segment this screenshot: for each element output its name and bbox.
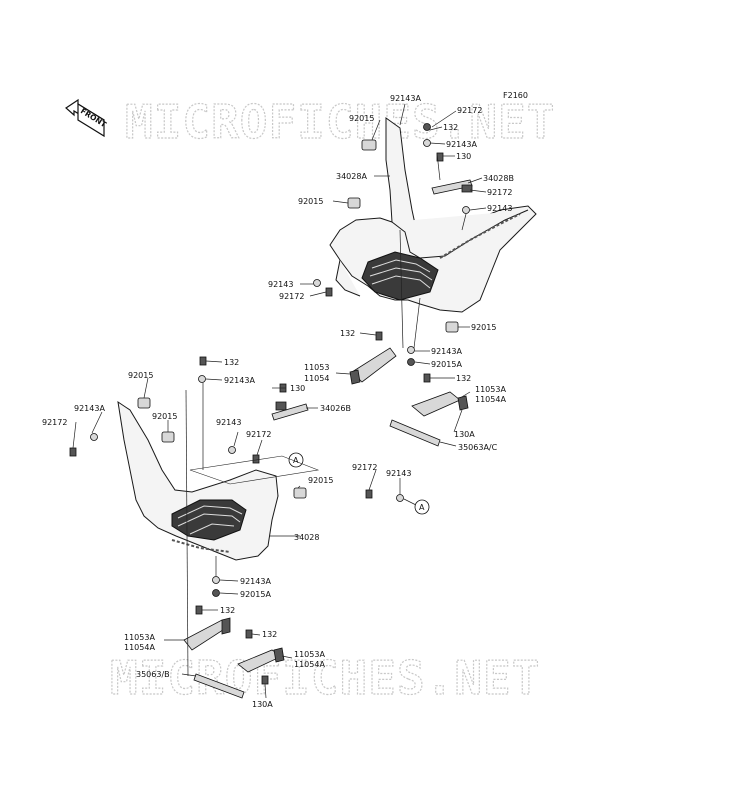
part-label: 92143A — [431, 347, 462, 356]
part-label: 92143A — [446, 140, 477, 149]
part-label: 92143 — [487, 204, 512, 213]
part-label: 92143A — [224, 376, 255, 385]
part-label: 92015 — [298, 197, 323, 206]
part-label: 92015A — [240, 590, 271, 599]
part-label: 92015A — [431, 360, 462, 369]
part-label: 34028B — [483, 174, 514, 183]
upper-footrest-assembly — [300, 103, 537, 507]
part-label: 132 — [224, 358, 239, 367]
part-label: 92172 — [246, 430, 271, 439]
watermark-bottom: MICROFICHES.NET — [110, 651, 540, 705]
part-label: 92015 — [308, 476, 333, 485]
svg-text:A: A — [293, 456, 299, 465]
part-labels-lower: 132 92015 92143A 130 92143A 92015 34026B… — [42, 358, 351, 709]
part-label: 92015 — [349, 114, 374, 123]
part-label: 11054A — [124, 643, 155, 652]
part-label: 11054A — [475, 395, 506, 404]
part-label: 92015 — [471, 323, 496, 332]
part-label: 130 — [290, 384, 305, 393]
part-label: 132 — [340, 329, 355, 338]
part-label: 92143 — [386, 469, 411, 478]
front-arrow-icon: FRONT — [65, 98, 109, 138]
part-label: 92172 — [457, 106, 482, 115]
reference-marker-upper: A — [414, 499, 430, 515]
part-label: 11053A — [294, 650, 325, 659]
part-label: 92143A — [390, 94, 421, 103]
part-label: 35063/B — [136, 670, 170, 679]
part-label: 11053 — [304, 363, 329, 372]
part-label: 92172 — [352, 463, 377, 472]
part-label: 11053A — [475, 385, 506, 394]
part-label: 92143 — [268, 280, 293, 289]
part-label: 92172 — [279, 292, 304, 301]
part-label: 34028 — [294, 533, 319, 542]
part-label: 132 — [262, 630, 277, 639]
part-label: 11054 — [304, 374, 329, 383]
part-label: 92143 — [216, 418, 241, 427]
watermark-top: MICROFICHES.NET — [125, 95, 555, 149]
part-label: 130A — [252, 700, 273, 709]
part-label: 11053A — [124, 633, 155, 642]
part-label: 130A — [454, 430, 475, 439]
part-label: 132 — [220, 606, 235, 615]
part-label: 92143A — [240, 577, 271, 586]
part-label: 92172 — [42, 418, 67, 427]
svg-text:A: A — [419, 503, 425, 512]
part-label: 92015 — [152, 412, 177, 421]
part-label: 11054A — [294, 660, 325, 669]
part-label: 34026B — [320, 404, 351, 413]
part-label: 130 — [456, 152, 471, 161]
part-labels-upper: 92143A 92172 92015 132 92143A 130 34028A… — [268, 94, 514, 478]
part-label: 34028A — [336, 172, 367, 181]
part-label: 92172 — [487, 188, 512, 197]
lower-footrest-assembly: A A — [69, 356, 430, 699]
part-label: 132 — [456, 374, 471, 383]
part-label: 35063A/C — [458, 443, 498, 452]
reference-marker-lower: A — [288, 452, 304, 468]
part-label: 92015 — [128, 371, 153, 380]
part-label: 132 — [443, 123, 458, 132]
part-label: 92143A — [74, 404, 105, 413]
figure-code: F2160 — [503, 91, 528, 100]
